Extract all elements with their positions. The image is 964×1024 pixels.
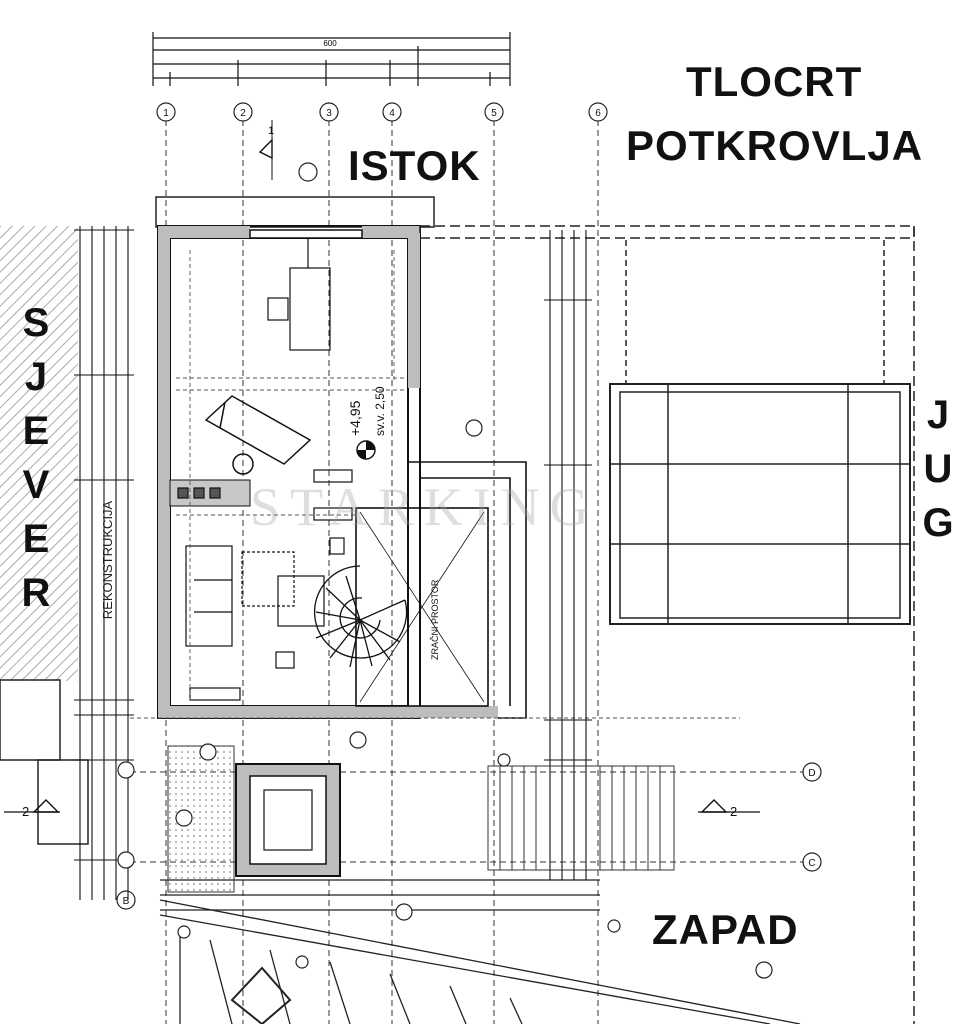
interior-dashed-lines <box>130 250 740 719</box>
axis-label-2: 2 <box>240 108 246 119</box>
elevation-value: +4,95 <box>347 400 363 436</box>
axis-bubbles <box>116 102 822 910</box>
furniture-desk <box>267 238 331 351</box>
north-letter: V <box>22 463 50 507</box>
watermark: STARKING <box>250 477 599 537</box>
right-dimension-lines <box>544 230 592 880</box>
roof-slope <box>159 879 801 1024</box>
section-marker-right <box>698 799 760 813</box>
axis-label-d: D <box>808 768 815 779</box>
furniture-misc <box>177 469 353 669</box>
orientation-east: ISTOK <box>348 142 481 189</box>
stair-room-label: ZRAČNI PROSTOR <box>430 579 440 660</box>
axis-label-3: 3 <box>326 108 332 119</box>
north-letter: E <box>22 517 50 561</box>
axis-label-5: 5 <box>491 108 497 119</box>
orientation-north: S J E V E R <box>16 296 56 620</box>
axis-label-6: 6 <box>595 108 601 119</box>
neighbor-building-outline <box>0 679 61 761</box>
north-letter: R <box>21 571 51 615</box>
left-dimension-lines <box>74 226 134 900</box>
elevation-marker <box>356 440 376 460</box>
section-marker-right-label: 2 <box>730 804 737 819</box>
orientation-west: ZAPAD <box>652 906 799 953</box>
section-marker-top-label: 1 <box>268 125 274 137</box>
north-letter: J <box>24 355 48 399</box>
top-dimension-chain <box>152 32 511 86</box>
axis-label-1: 1 <box>163 108 169 119</box>
plan-title-line-1: TLOCRT <box>686 58 863 105</box>
plan-title-line-2: POTKROVLJA <box>626 122 924 169</box>
section-marker-left-label: 2 <box>22 804 29 819</box>
south-letter: J <box>926 393 950 437</box>
orientation-south: J U G <box>918 388 958 550</box>
callout-circles <box>117 162 773 979</box>
stair-room <box>355 388 527 719</box>
reconstruction-label: REKONSTRUKCIJA <box>100 500 115 619</box>
axis-label-c: C <box>808 858 815 869</box>
furniture-lounger <box>204 395 312 475</box>
section-marker-left <box>4 799 60 813</box>
north-letter: E <box>22 409 50 453</box>
south-wing <box>419 225 915 1024</box>
south-letter: U <box>923 447 953 491</box>
axis-label-4: 4 <box>389 108 395 119</box>
spiral-stair <box>313 565 408 668</box>
building-walls <box>157 225 498 719</box>
furniture-sofa <box>185 545 325 701</box>
neighbor-hatch-area <box>0 226 78 681</box>
north-letter: S <box>22 301 50 345</box>
section-marker-top <box>258 120 273 180</box>
axis-label-b: B <box>123 896 130 907</box>
dim-top-total: 600 <box>323 39 337 48</box>
room-height: sv.v. 2,50 <box>373 386 387 436</box>
neighbor-building-outline-2 <box>37 759 89 845</box>
south-letter: G <box>922 501 954 545</box>
chimney-shaft <box>167 745 341 893</box>
